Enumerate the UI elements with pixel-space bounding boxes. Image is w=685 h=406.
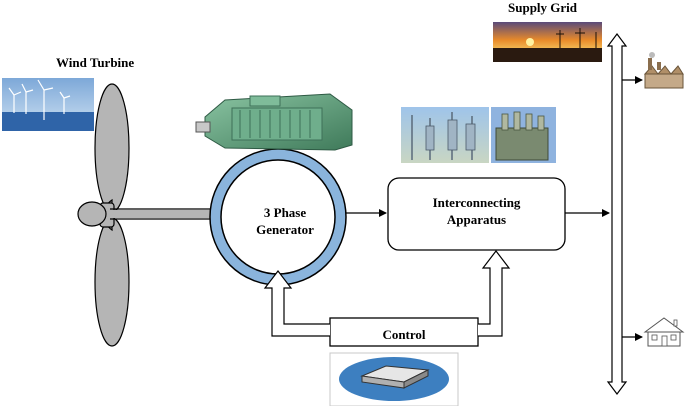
supply-grid-bus bbox=[606, 33, 628, 395]
turbine-blade-top bbox=[94, 83, 130, 213]
turbine-rotor bbox=[77, 83, 130, 347]
control-label: Control bbox=[382, 327, 426, 342]
interconnecting-apparatus-box bbox=[387, 177, 566, 251]
supply-grid-label: Supply Grid bbox=[508, 0, 578, 15]
control-to-apparatus-arrow bbox=[478, 250, 511, 337]
substation-photo bbox=[401, 107, 556, 163]
wind-turbine-label: Wind Turbine bbox=[56, 55, 135, 70]
generator-motor-photo bbox=[195, 93, 353, 151]
house-icon bbox=[643, 317, 685, 347]
factory-icon bbox=[643, 52, 684, 89]
generator-label-line2: Generator bbox=[256, 222, 314, 237]
control-box bbox=[329, 317, 479, 347]
turbine-shaft bbox=[110, 208, 210, 220]
apparatus-label-line2: Apparatus bbox=[446, 212, 507, 227]
control-to-generator-arrow bbox=[263, 270, 330, 337]
sunset-grid-photo bbox=[493, 22, 602, 62]
controller-device-icon bbox=[329, 352, 459, 406]
apparatus-label-line1: Interconnecting bbox=[432, 195, 521, 210]
wind-farm-photo bbox=[2, 78, 94, 131]
generator-label-line1: 3 Phase bbox=[263, 205, 307, 220]
turbine-blade-bottom bbox=[94, 217, 130, 347]
generator-ring bbox=[209, 148, 347, 286]
